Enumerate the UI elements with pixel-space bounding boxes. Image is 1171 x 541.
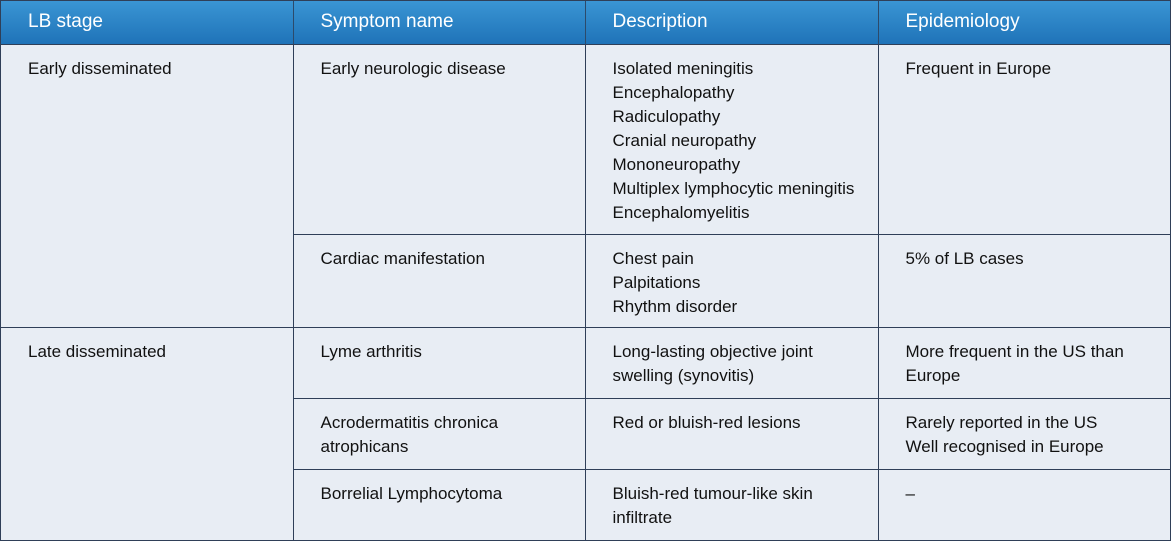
epidemiology-cell: Frequent in Europe <box>878 44 1170 235</box>
description-cell: Bluish-red tumour-like skin infiltrate <box>585 469 879 540</box>
symptom-cell: Borrelial Lymphocytoma <box>293 469 586 540</box>
table-row: Borrelial Lymphocytoma Bluish-red tumour… <box>1 469 1170 540</box>
table-row: Acrodermatitis chronica atrophicans Red … <box>1 398 1170 470</box>
description-line: Cranial neuropathy <box>612 130 757 150</box>
epidemiology-line: Well recognised in Europe <box>905 436 1104 456</box>
epidemiology-cell: Rarely reported in the US Well recognise… <box>878 398 1170 470</box>
stage-label: Late disseminated <box>28 341 166 361</box>
epidemiology-line: – <box>905 483 915 503</box>
table-row: Early disseminated Early neurologic dise… <box>1 44 1170 328</box>
symptom-label: Acrodermatitis chronica atrophicans <box>320 412 499 456</box>
header-symptom-name: Symptom name <box>293 1 586 45</box>
symptom-cell: Early neurologic disease <box>293 44 586 235</box>
description-line: Mononeuropathy <box>612 154 741 174</box>
symptom-cell: Lyme arthritis <box>293 327 586 399</box>
description-line: Isolated meningitis <box>612 58 754 78</box>
epidemiology-cell: More frequent in the US than Europe <box>878 327 1170 399</box>
header-row: LB stage Symptom name Description Epidem… <box>1 1 1170 45</box>
description-line: Encephalomyelitis <box>612 202 750 222</box>
header-lb-stage: LB stage <box>1 1 294 45</box>
symptom-cell: Cardiac manifestation <box>293 234 586 328</box>
header-epidemiology: Epidemiology <box>878 1 1170 45</box>
stage-cell: Late disseminated <box>1 327 294 541</box>
description-text: Long-lasting objective joint swelling (s… <box>612 341 813 385</box>
description-cell: Isolated meningitis Encephalopathy Radic… <box>585 44 879 235</box>
description-text: Red or bluish-red lesions <box>612 412 801 432</box>
description-line: Multiplex lymphocytic meningitis <box>612 178 855 198</box>
symptom-cell: Acrodermatitis chronica atrophicans <box>293 398 586 470</box>
symptom-label: Lyme arthritis <box>320 341 422 361</box>
description-line: Encephalopathy <box>612 82 735 102</box>
symptom-label: Early neurologic disease <box>320 58 506 78</box>
description-cell: Red or bluish-red lesions <box>585 398 879 470</box>
epidemiology-text: More frequent in the US than Europe <box>905 341 1124 385</box>
epidemiology-line: Rarely reported in the US <box>905 412 1098 432</box>
stage-label: Early disseminated <box>28 58 172 78</box>
description-text: Bluish-red tumour-like skin infiltrate <box>612 483 813 527</box>
epidemiology-line: Frequent in Europe <box>905 58 1052 78</box>
description-line: Rhythm disorder <box>612 296 738 316</box>
epidemiology-cell: – <box>878 469 1170 540</box>
table-row: Late disseminated Lyme arthritis Long-la… <box>1 327 1170 541</box>
epidemiology-line: 5% of LB cases <box>905 248 1024 268</box>
description-line: Palpitations <box>612 272 701 292</box>
symptom-label: Borrelial Lymphocytoma <box>320 483 503 503</box>
symptom-label: Cardiac manifestation <box>320 248 485 268</box>
description-cell: Chest pain Palpitations Rhythm disorder <box>585 234 879 328</box>
stage-cell: Early disseminated <box>1 44 294 328</box>
epidemiology-cell: 5% of LB cases <box>878 234 1170 328</box>
description-cell: Long-lasting objective joint swelling (s… <box>585 327 879 399</box>
description-line: Radiculopathy <box>612 106 721 126</box>
header-description: Description <box>585 1 879 45</box>
description-line: Chest pain <box>612 248 694 268</box>
table-row: Cardiac manifestation Chest pain Palpita… <box>1 234 1170 328</box>
